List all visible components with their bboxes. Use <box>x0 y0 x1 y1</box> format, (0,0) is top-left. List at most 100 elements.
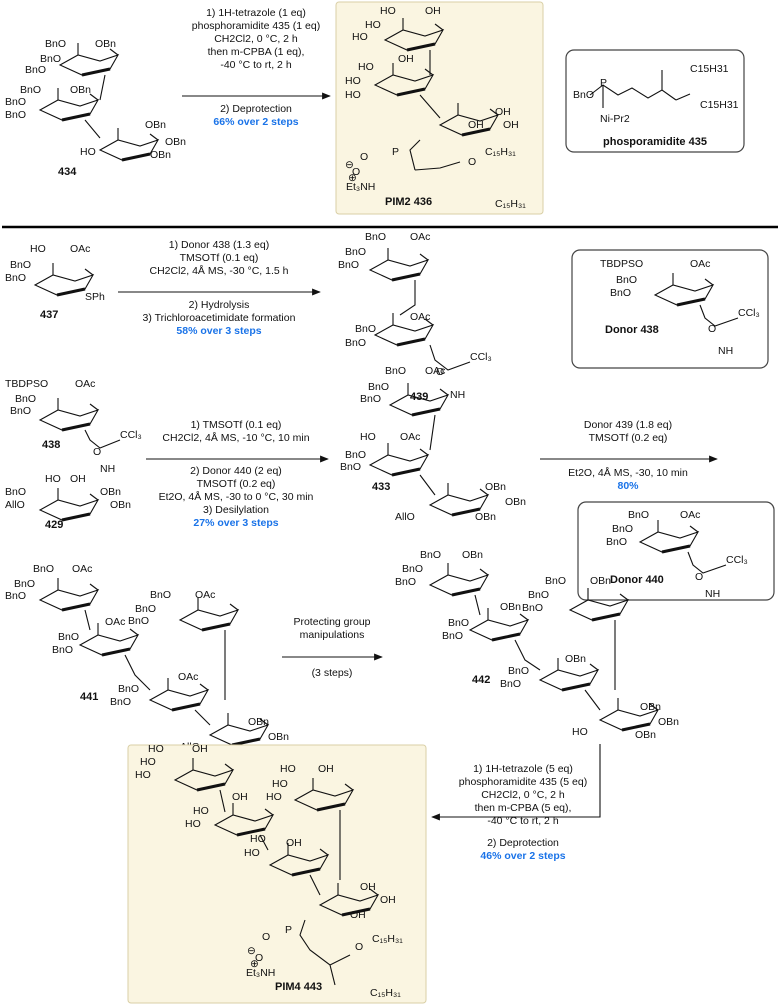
svg-text:OAc: OAc <box>70 243 90 255</box>
svg-text:OBn: OBn <box>658 716 679 728</box>
scheme4-conditions: Protecting group manipulations (3 steps) <box>293 616 370 679</box>
svg-text:HO: HO <box>80 146 96 158</box>
svg-text:1) TMSOTf (0.1 eq): 1) TMSOTf (0.1 eq) <box>191 419 282 431</box>
svg-text:27% over 3 steps: 27% over 3 steps <box>193 517 278 529</box>
svg-text:OBn: OBn <box>485 481 506 493</box>
svg-text:HO: HO <box>250 833 266 845</box>
svg-text:O: O <box>352 166 360 178</box>
svg-text:OBn: OBn <box>150 149 171 161</box>
phosphoramidite-435-structure: BnO P Ni-Pr2 C15H31 C15H31 <box>573 63 739 125</box>
svg-text:C15H31: C15H31 <box>700 99 739 111</box>
svg-text:OH: OH <box>350 909 366 921</box>
svg-text:O: O <box>436 366 444 378</box>
svg-text:TBDPSO: TBDPSO <box>600 258 643 270</box>
svg-text:OAc: OAc <box>72 563 92 575</box>
svg-text:OAc: OAc <box>400 431 420 443</box>
svg-text:OBn: OBn <box>475 511 496 523</box>
donor-438-label: Donor 438 <box>605 324 659 336</box>
svg-text:(3 steps): (3 steps) <box>312 667 353 679</box>
svg-text:BnO: BnO <box>500 678 521 690</box>
svg-text:BnO: BnO <box>33 563 54 575</box>
svg-text:NH: NH <box>718 345 733 357</box>
svg-text:O: O <box>93 446 101 458</box>
svg-text:NH: NH <box>100 463 115 475</box>
svg-text:3) Trichloroacetimidate format: 3) Trichloroacetimidate formation <box>143 312 296 324</box>
svg-text:80%: 80% <box>617 480 639 492</box>
svg-text:AllO: AllO <box>395 511 415 523</box>
svg-text:BnO: BnO <box>395 576 416 588</box>
svg-text:Et₃NH: Et₃NH <box>346 181 375 193</box>
svg-text:BnO: BnO <box>360 393 381 405</box>
scheme5: 1) 1H-tetrazole (5 eq) phosphoramidite 4… <box>127 743 601 1004</box>
svg-text:C₁₅H₃₁: C₁₅H₃₁ <box>495 198 526 210</box>
svg-text:phosphoramidite 435 (1 eq): phosphoramidite 435 (1 eq) <box>192 20 320 32</box>
compound-439-label: 439 <box>410 391 428 403</box>
svg-text:BnO: BnO <box>528 589 549 601</box>
svg-text:BnO: BnO <box>52 644 73 656</box>
svg-text:C₁₅H₃₁: C₁₅H₃₁ <box>485 146 516 158</box>
svg-text:58% over 3 steps: 58% over 3 steps <box>176 325 261 337</box>
svg-text:OAc: OAc <box>178 671 198 683</box>
scheme3: TBDPSO OAc BnO BnO O CCl₃ NH 438 HO OH B… <box>5 365 775 601</box>
svg-text:HO: HO <box>272 778 288 790</box>
svg-text:3) Desilylation: 3) Desilylation <box>203 504 269 516</box>
svg-text:OH: OH <box>286 837 302 849</box>
donor-438-box <box>571 249 769 369</box>
svg-text:HO: HO <box>345 89 361 101</box>
svg-text:O: O <box>695 571 703 583</box>
svg-text:OAc: OAc <box>410 231 430 243</box>
scheme5-conditions: 1) 1H-tetrazole (5 eq) phosphoramidite 4… <box>459 763 587 862</box>
svg-text:OBn: OBn <box>635 729 656 741</box>
svg-text:Donor 439 (1.8 eq): Donor 439 (1.8 eq) <box>584 419 672 431</box>
svg-text:P: P <box>600 77 607 89</box>
scheme4: BnO OAc BnO BnO OAc BnO BnO BnO OAc BnO … <box>5 549 679 756</box>
svg-text:TMSOTf (0.2 eq): TMSOTf (0.2 eq) <box>589 432 668 444</box>
compound-443-structure: HO OH HO HO OH HO HO HO OH HO HO HO HO O… <box>135 743 403 999</box>
svg-text:1) Donor 438 (1.3 eq): 1) Donor 438 (1.3 eq) <box>169 239 269 251</box>
svg-text:BnO: BnO <box>522 602 543 614</box>
svg-text:2) Hydrolysis: 2) Hydrolysis <box>189 299 250 311</box>
svg-text:OAc: OAc <box>690 258 710 270</box>
svg-text:OBn: OBn <box>100 486 121 498</box>
svg-text:BnO: BnO <box>573 89 594 101</box>
svg-text:BnO: BnO <box>58 631 79 643</box>
compound-437-label: 437 <box>40 309 58 321</box>
svg-text:O: O <box>262 931 270 943</box>
svg-text:HO: HO <box>30 243 46 255</box>
svg-text:BnO: BnO <box>10 259 31 271</box>
svg-text:BnO: BnO <box>5 96 26 108</box>
reaction-arrow-6 <box>431 744 601 821</box>
donor-438-structure: TBDPSO OAc BnO BnO O CCl₃ NH <box>600 258 760 357</box>
svg-text:HO: HO <box>360 431 376 443</box>
svg-text:Protecting group: Protecting group <box>293 616 370 628</box>
svg-text:⊕: ⊕ <box>348 172 357 184</box>
compound-433-label: 433 <box>372 481 390 493</box>
svg-text:-40 °C to rt, 2 h: -40 °C to rt, 2 h <box>220 59 291 71</box>
svg-text:BnO: BnO <box>5 272 26 284</box>
compound-441-label: 441 <box>80 691 98 703</box>
svg-text:Ni-Pr2: Ni-Pr2 <box>600 113 630 125</box>
svg-text:BnO: BnO <box>135 603 156 615</box>
svg-text:HO: HO <box>45 473 61 485</box>
svg-text:BnO: BnO <box>345 449 366 461</box>
svg-text:2) Deprotection: 2) Deprotection <box>487 837 559 849</box>
svg-text:C15H31: C15H31 <box>690 63 729 75</box>
product-443-highlight <box>127 744 427 1004</box>
svg-text:Et2O, 4Å MS, -30 to 0 °C, 30 m: Et2O, 4Å MS, -30 to 0 °C, 30 min <box>159 490 314 503</box>
svg-text:OH: OH <box>398 53 414 65</box>
compound-434-label: 434 <box>58 166 77 178</box>
svg-text:BnO: BnO <box>20 84 41 96</box>
svg-text:P: P <box>392 146 399 158</box>
svg-text:Et₃NH: Et₃NH <box>246 967 275 979</box>
donor-440-structure: BnO OAc BnO BnO O CCl₃ NH <box>606 509 748 600</box>
svg-text:BnO: BnO <box>355 323 376 335</box>
svg-text:BnO: BnO <box>606 536 627 548</box>
svg-text:CCl₃: CCl₃ <box>738 307 760 319</box>
svg-text:HO: HO <box>135 769 151 781</box>
svg-text:BnO: BnO <box>5 486 26 498</box>
svg-text:HO: HO <box>148 743 164 755</box>
svg-text:SPh: SPh <box>85 291 105 303</box>
svg-text:⊖: ⊖ <box>345 159 354 171</box>
svg-text:BnO: BnO <box>402 563 423 575</box>
